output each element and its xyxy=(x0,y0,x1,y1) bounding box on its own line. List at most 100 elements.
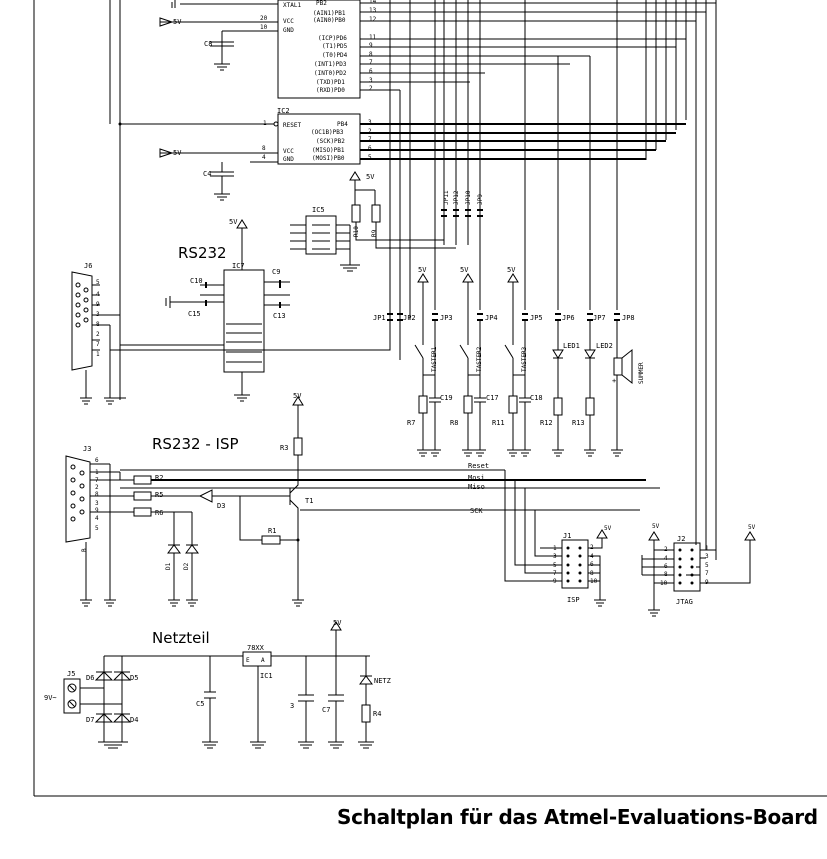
svg-text:IC1: IC1 xyxy=(260,672,273,680)
svg-text:6: 6 xyxy=(368,145,372,152)
svg-text:R4: R4 xyxy=(373,710,381,718)
svg-text:1: 1 xyxy=(96,351,100,358)
svg-text:PB4: PB4 xyxy=(337,121,348,128)
svg-text:C4: C4 xyxy=(203,170,211,178)
svg-text:7: 7 xyxy=(96,341,100,348)
connector-j1-isp: J1 13 57 9 24 68 10 ISP 5V xyxy=(504,470,612,607)
diode-d3-transistor-t1: D3 R1 T1 xyxy=(198,480,313,607)
svg-text:20: 20 xyxy=(260,15,268,22)
svg-text:D5: D5 xyxy=(130,674,138,682)
svg-text:R3: R3 xyxy=(280,444,288,452)
svg-text:5: 5 xyxy=(705,562,709,569)
svg-text:4: 4 xyxy=(95,515,99,522)
svg-text:D3: D3 xyxy=(217,502,225,510)
svg-text:(INT1)PD3: (INT1)PD3 xyxy=(314,61,347,68)
svg-text:GND: GND xyxy=(283,156,294,163)
svg-text:9: 9 xyxy=(96,301,100,308)
svg-text:R2: R2 xyxy=(155,474,163,482)
svg-text:8: 8 xyxy=(369,51,373,58)
svg-text:JTAG: JTAG xyxy=(676,598,693,606)
svg-text:5V: 5V xyxy=(652,523,660,530)
svg-text:JP4: JP4 xyxy=(485,314,498,322)
connector-j2-jtag: J2 24 68 10 13 57 9 JTAG 5V 5V xyxy=(641,523,756,617)
svg-text:C10: C10 xyxy=(190,277,203,285)
svg-text:5V: 5V xyxy=(173,149,182,157)
connector-j6: J6 54 93 82 71 xyxy=(71,262,224,405)
svg-text:6: 6 xyxy=(95,457,99,464)
svg-text:2: 2 xyxy=(96,331,100,338)
svg-text:SUMMER: SUMMER xyxy=(638,362,645,384)
svg-text:C5: C5 xyxy=(196,700,204,708)
svg-text:IC5: IC5 xyxy=(312,206,325,214)
svg-text:4: 4 xyxy=(262,154,266,161)
svg-text:(OC1B)PB3: (OC1B)PB3 xyxy=(311,129,344,136)
svg-text:VCC: VCC xyxy=(283,148,294,155)
rs232-heading: RS232 xyxy=(178,244,227,262)
svg-text:5V: 5V xyxy=(507,266,516,274)
jumpers-jp9-jp12: JP11 JP12 JP10 JP9 xyxy=(441,0,484,245)
svg-text:D2: D2 xyxy=(183,562,190,570)
svg-text:J1: J1 xyxy=(563,532,571,540)
svg-text:5V: 5V xyxy=(229,218,238,226)
svg-text:R5: R5 xyxy=(155,491,163,499)
svg-text:C9: C9 xyxy=(272,268,280,276)
svg-text:R13: R13 xyxy=(572,419,585,427)
rs232-isp-heading: RS232 - ISP xyxy=(152,435,239,453)
svg-text:R6: R6 xyxy=(155,509,163,517)
svg-text:A: A xyxy=(261,657,265,664)
svg-text:7: 7 xyxy=(368,136,372,143)
svg-text:(INT0)PD2: (INT0)PD2 xyxy=(314,70,347,77)
svg-text:D7: D7 xyxy=(86,716,94,724)
svg-text:IC7: IC7 xyxy=(232,262,245,270)
svg-text:C13: C13 xyxy=(273,312,286,320)
svg-text:(MOSI)PB0: (MOSI)PB0 xyxy=(312,155,345,162)
taster-switches: TASTER1 TASTER2 TASTER3 R7 R8 R11 C19 C1… xyxy=(407,320,543,457)
svg-text:LED2: LED2 xyxy=(596,342,613,350)
connector-j3: J3 61 72 83 94 5 B xyxy=(65,445,134,607)
svg-text:7: 7 xyxy=(369,59,373,66)
svg-text:(SCK)PB2: (SCK)PB2 xyxy=(316,138,345,145)
svg-text:4: 4 xyxy=(96,291,100,298)
svg-text:5: 5 xyxy=(368,154,372,161)
svg-text:3: 3 xyxy=(95,500,99,507)
svg-text:NETZ: NETZ xyxy=(374,677,391,685)
svg-text:R1: R1 xyxy=(268,527,276,535)
svg-text:(T0)PD4: (T0)PD4 xyxy=(322,52,348,59)
svg-text:(AIN1)PB1: (AIN1)PB1 xyxy=(313,10,346,17)
svg-text:T1: T1 xyxy=(305,497,313,505)
svg-text:Miso: Miso xyxy=(468,483,485,491)
svg-text:RESET: RESET xyxy=(283,122,301,129)
svg-text:JP2: JP2 xyxy=(403,314,416,322)
svg-text:J3: J3 xyxy=(83,445,91,453)
svg-text:C19: C19 xyxy=(440,394,453,402)
svg-text:E: E xyxy=(246,657,250,664)
svg-text:5V: 5V xyxy=(748,524,756,531)
svg-text:5V: 5V xyxy=(460,266,469,274)
svg-text:R11: R11 xyxy=(492,419,505,427)
svg-text:C8: C8 xyxy=(204,40,212,48)
svg-text:JP7: JP7 xyxy=(593,314,606,322)
svg-text:7: 7 xyxy=(705,570,709,577)
svg-text:R12: R12 xyxy=(540,419,553,427)
svg-text:5: 5 xyxy=(95,525,99,532)
svg-text:11: 11 xyxy=(369,34,377,41)
svg-text:(ICP)PD6: (ICP)PD6 xyxy=(318,35,347,42)
svg-text:8: 8 xyxy=(95,491,99,498)
power-supply: 78XX E A IC1 5V C5 3 C7 NETZ R4 D6 D5 D7… xyxy=(44,619,391,749)
svg-text:IC2: IC2 xyxy=(277,107,290,115)
svg-text:5V: 5V xyxy=(604,525,612,532)
svg-text:J2: J2 xyxy=(677,535,685,543)
svg-text:2: 2 xyxy=(368,128,372,135)
svg-text:R9: R9 xyxy=(371,229,378,237)
netzteil-heading: Netzteil xyxy=(152,629,210,647)
ic5-block: IC5 5V R10 R9 xyxy=(290,171,456,272)
svg-text:3: 3 xyxy=(705,553,709,560)
svg-text:9V~: 9V~ xyxy=(44,694,57,702)
svg-text:B: B xyxy=(81,548,88,552)
svg-text:5V: 5V xyxy=(366,173,375,181)
svg-text:2: 2 xyxy=(95,484,99,491)
svg-text:PB2: PB2 xyxy=(316,0,327,7)
svg-text:JP11: JP11 xyxy=(443,190,450,205)
svg-text:3: 3 xyxy=(96,311,100,318)
